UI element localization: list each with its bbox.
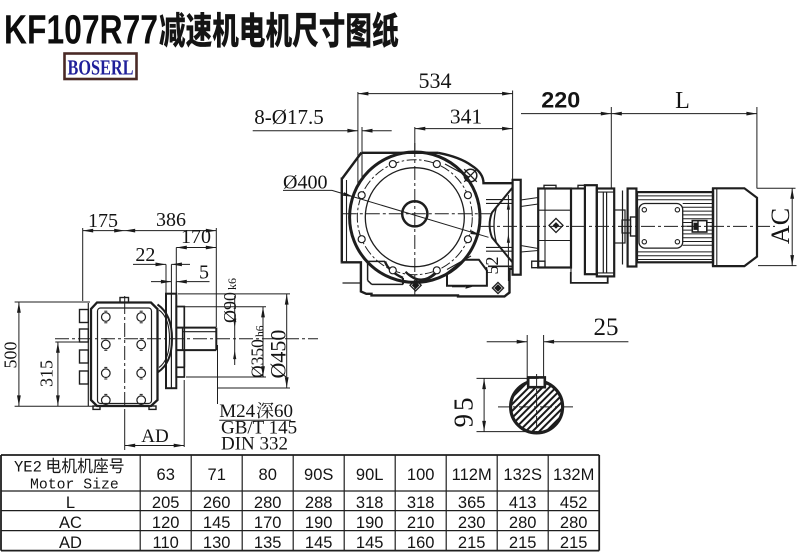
svg-text:5: 5 (199, 262, 209, 284)
svg-text:500: 500 (1, 342, 21, 369)
svg-text:175: 175 (88, 210, 118, 232)
svg-text:h6: h6 (255, 325, 267, 337)
svg-text:452: 452 (560, 494, 588, 512)
svg-text:GB/T 145: GB/T 145 (221, 418, 297, 439)
svg-text:280: 280 (509, 514, 537, 532)
svg-text:AC: AC (59, 514, 82, 532)
svg-text:170: 170 (181, 226, 211, 248)
svg-text:100: 100 (407, 466, 435, 484)
svg-text:288: 288 (305, 494, 333, 512)
svg-text:Ø400: Ø400 (283, 172, 327, 194)
svg-text:145: 145 (305, 534, 333, 552)
svg-text:YE2: YE2 (14, 459, 42, 477)
svg-text:Ø90: Ø90 (220, 292, 240, 323)
svg-text:k6: k6 (225, 278, 239, 290)
svg-text:534: 534 (419, 68, 452, 93)
svg-text:318: 318 (356, 494, 384, 512)
svg-text:315: 315 (37, 360, 57, 387)
svg-text:M24: M24 (219, 401, 255, 422)
svg-text:132M: 132M (553, 466, 594, 484)
svg-text:L: L (66, 494, 75, 512)
svg-text:260: 260 (203, 494, 231, 512)
svg-text:63: 63 (157, 466, 175, 484)
svg-text:190: 190 (356, 514, 384, 532)
svg-text:145: 145 (356, 534, 384, 552)
svg-text:110: 110 (153, 534, 179, 552)
svg-text:60: 60 (274, 401, 293, 422)
svg-text:215: 215 (560, 534, 588, 552)
svg-text:Ø350: Ø350 (248, 339, 268, 378)
svg-text:AC: AC (766, 208, 795, 244)
svg-text:386: 386 (156, 209, 186, 231)
svg-text:Ø450: Ø450 (266, 330, 291, 379)
svg-text:8-Ø17.5: 8-Ø17.5 (254, 105, 323, 129)
svg-text:318: 318 (407, 494, 435, 512)
svg-text:90L: 90L (356, 466, 384, 484)
svg-text:413: 413 (509, 494, 537, 512)
svg-text:22: 22 (135, 244, 155, 266)
svg-text:112M: 112M (452, 466, 492, 484)
svg-text:52: 52 (482, 257, 502, 275)
svg-text:135: 135 (254, 534, 282, 552)
svg-text:280: 280 (254, 494, 282, 512)
svg-text:190: 190 (305, 514, 333, 532)
svg-text:132S: 132S (503, 466, 542, 484)
svg-text:170: 170 (254, 514, 282, 532)
svg-text:280: 280 (560, 514, 588, 532)
svg-text:Motor Size: Motor Size (30, 478, 119, 494)
svg-text:130: 130 (203, 534, 231, 552)
svg-text:145: 145 (203, 514, 231, 532)
svg-text:AD: AD (59, 534, 82, 552)
svg-text:90S: 90S (304, 466, 333, 484)
svg-text:215: 215 (509, 534, 537, 552)
svg-text:120: 120 (152, 514, 180, 532)
svg-text:95: 95 (449, 395, 479, 428)
svg-text:160: 160 (407, 534, 435, 552)
svg-text:210: 210 (407, 514, 435, 532)
svg-text:230: 230 (458, 514, 486, 532)
svg-text:80: 80 (259, 466, 277, 484)
svg-text:DIN 332: DIN 332 (221, 434, 288, 455)
svg-text:205: 205 (152, 494, 180, 512)
svg-text:341: 341 (450, 105, 482, 129)
svg-text:215: 215 (458, 534, 486, 552)
svg-text:L: L (675, 88, 690, 114)
svg-text:365: 365 (458, 494, 486, 512)
svg-text:25: 25 (594, 314, 619, 341)
svg-text:220: 220 (541, 88, 580, 113)
svg-text:71: 71 (208, 466, 226, 484)
svg-text:AD: AD (141, 426, 168, 447)
